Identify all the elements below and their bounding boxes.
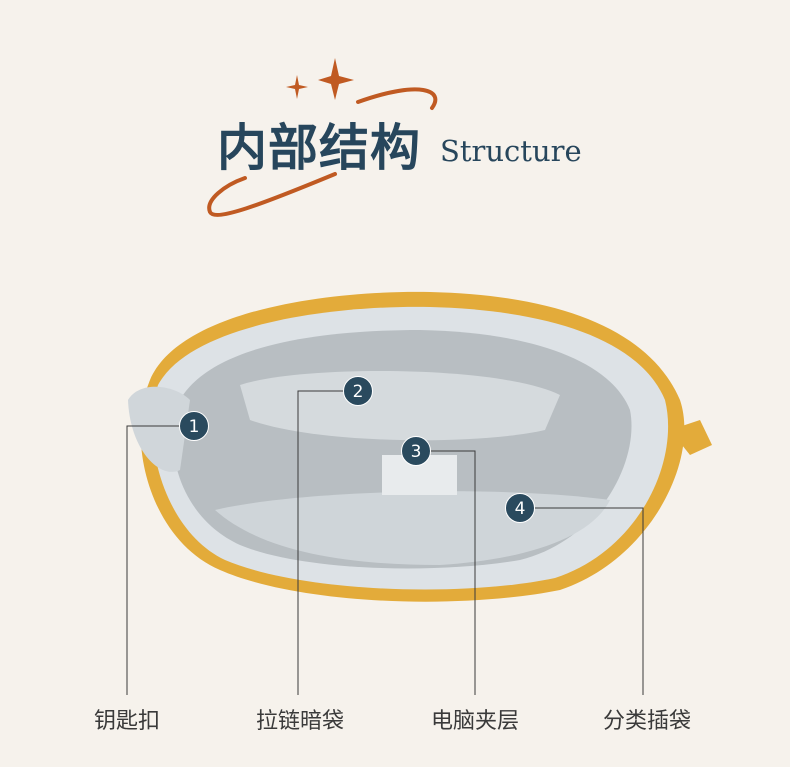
orbit-arc xyxy=(356,87,438,110)
label-organizer-pockets: 分类插袋 xyxy=(602,709,691,734)
label-zipper-pocket: 拉链暗袋 xyxy=(255,709,344,734)
callout-badge-2: 2 xyxy=(343,376,373,406)
sparkle-icon xyxy=(286,58,354,100)
label-laptop-sleeve: 电脑夹层 xyxy=(430,709,519,734)
page-title: 内部结构 xyxy=(217,119,421,177)
callout-badge-1: 1 xyxy=(179,411,209,441)
label-key-clip: 钥匙扣 xyxy=(93,709,160,734)
callout-badge-3: 3 xyxy=(401,436,431,466)
orbit-arc xyxy=(207,172,337,217)
callout-badge-4: 4 xyxy=(505,493,535,523)
page-subtitle: Structure xyxy=(440,134,582,168)
leader-lines xyxy=(126,390,644,695)
